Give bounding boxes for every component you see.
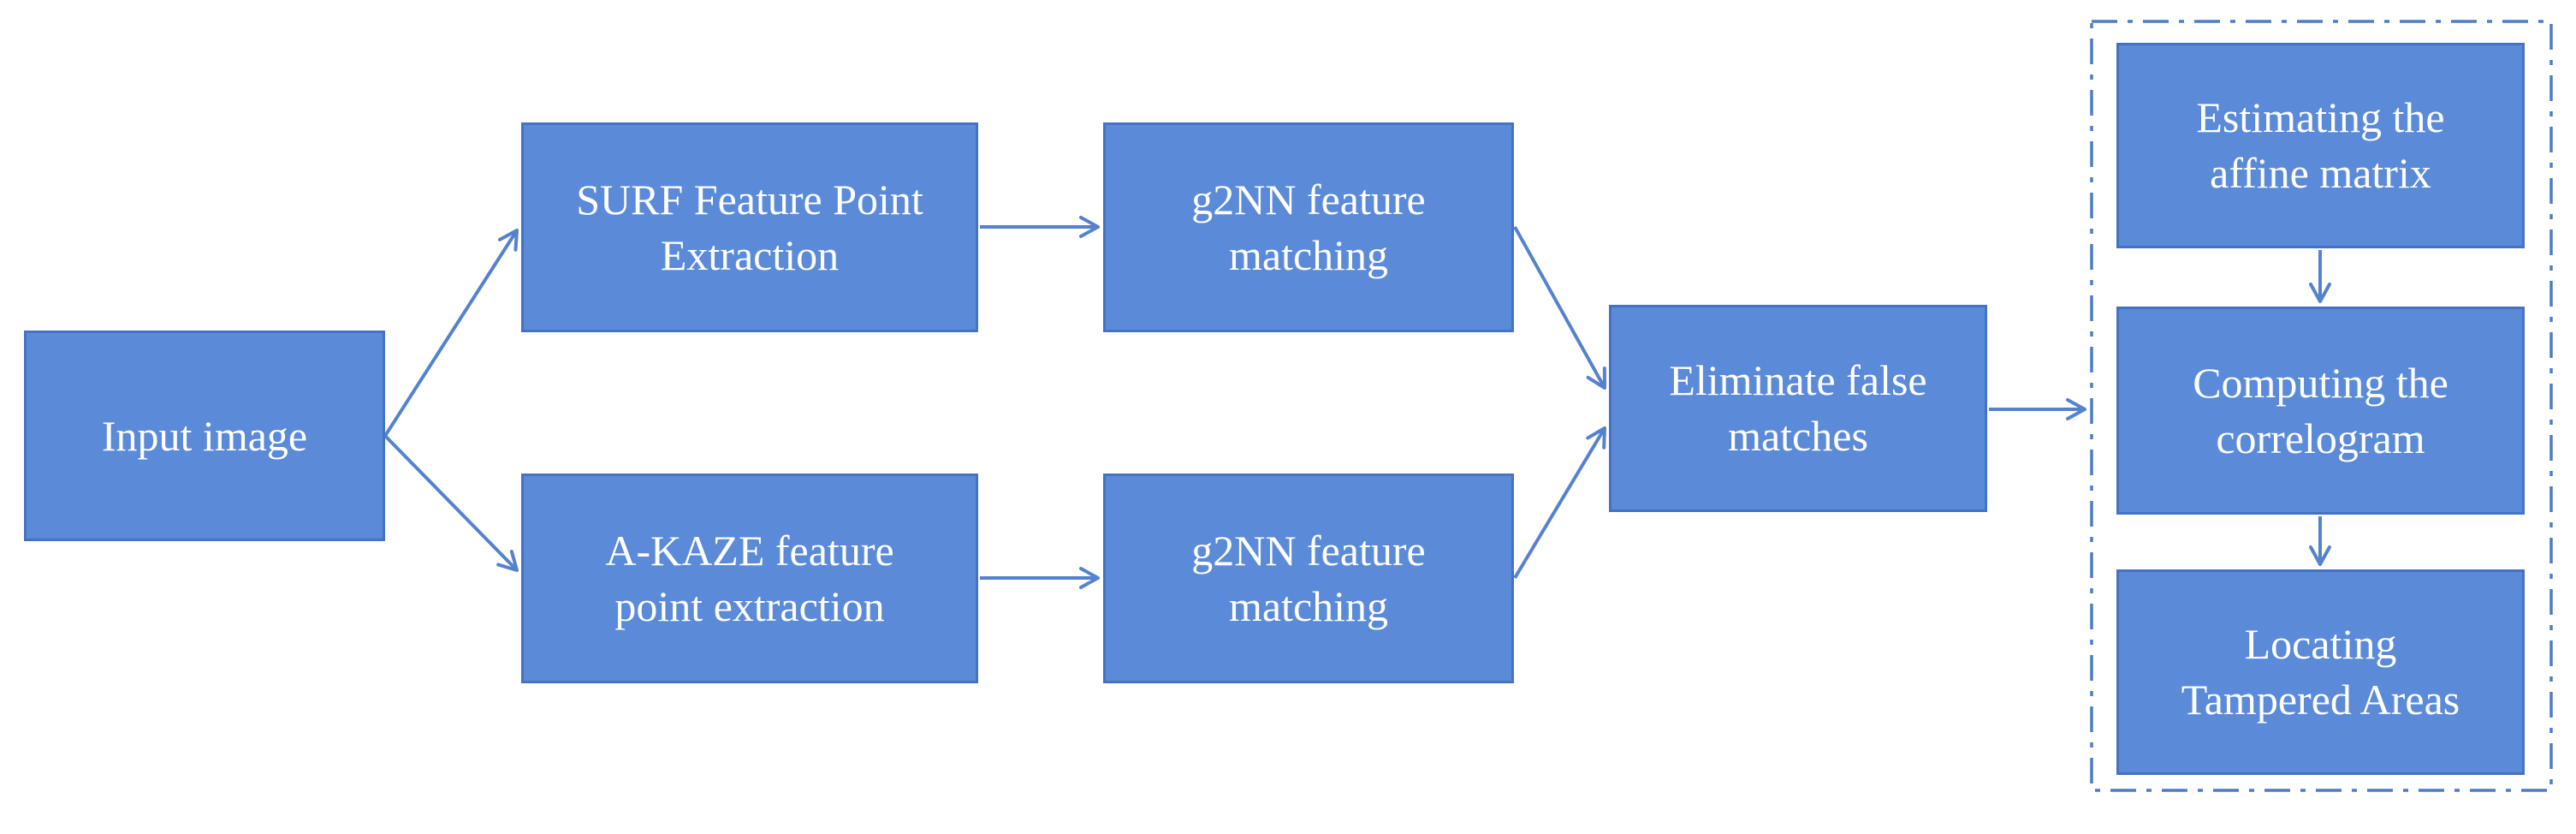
node-estimating-affine-matrix: Estimating the affine matrix xyxy=(2116,43,2525,248)
node-g2nn-feature-matching-top: g2NN feature matching xyxy=(1103,122,1514,332)
node-g2nn-feature-matching-bottom: g2NN feature matching xyxy=(1103,474,1514,683)
node-surf-feature-point-extraction: SURF Feature Point Extraction xyxy=(521,122,978,332)
node-g2nn-top-label: g2NN feature matching xyxy=(1191,175,1426,279)
node-estimating-label: Estimating the affine matrix xyxy=(2196,93,2445,197)
node-eliminate-false-matches: Eliminate false matches xyxy=(1609,305,1987,512)
node-g2nn-bottom-label: g2NN feature matching xyxy=(1191,526,1426,630)
arrow-g2nn-top-to-eliminate xyxy=(1513,226,1606,390)
arrow-input-to-akaze xyxy=(383,434,519,572)
node-locating-label: Locating Tampered Areas xyxy=(2181,620,2460,724)
arrow-g2nn-bottom-to-eliminate xyxy=(1513,426,1606,580)
arrow-input-to-surf xyxy=(383,229,519,438)
node-akaze-feature-point-extraction: A-KAZE feature point extraction xyxy=(521,474,978,683)
node-akaze-label: A-KAZE feature point extraction xyxy=(605,526,894,630)
node-input-image: Input image xyxy=(24,331,385,541)
node-computing-correlogram: Computing the correlogram xyxy=(2116,307,2525,515)
node-surf-label: SURF Feature Point Extraction xyxy=(576,175,923,279)
node-eliminate-label: Eliminate false matches xyxy=(1669,356,1927,460)
node-computing-label: Computing the correlogram xyxy=(2193,358,2448,462)
node-input-image-label: Input image xyxy=(101,411,308,460)
node-locating-tampered-areas: Locating Tampered Areas xyxy=(2116,569,2525,775)
